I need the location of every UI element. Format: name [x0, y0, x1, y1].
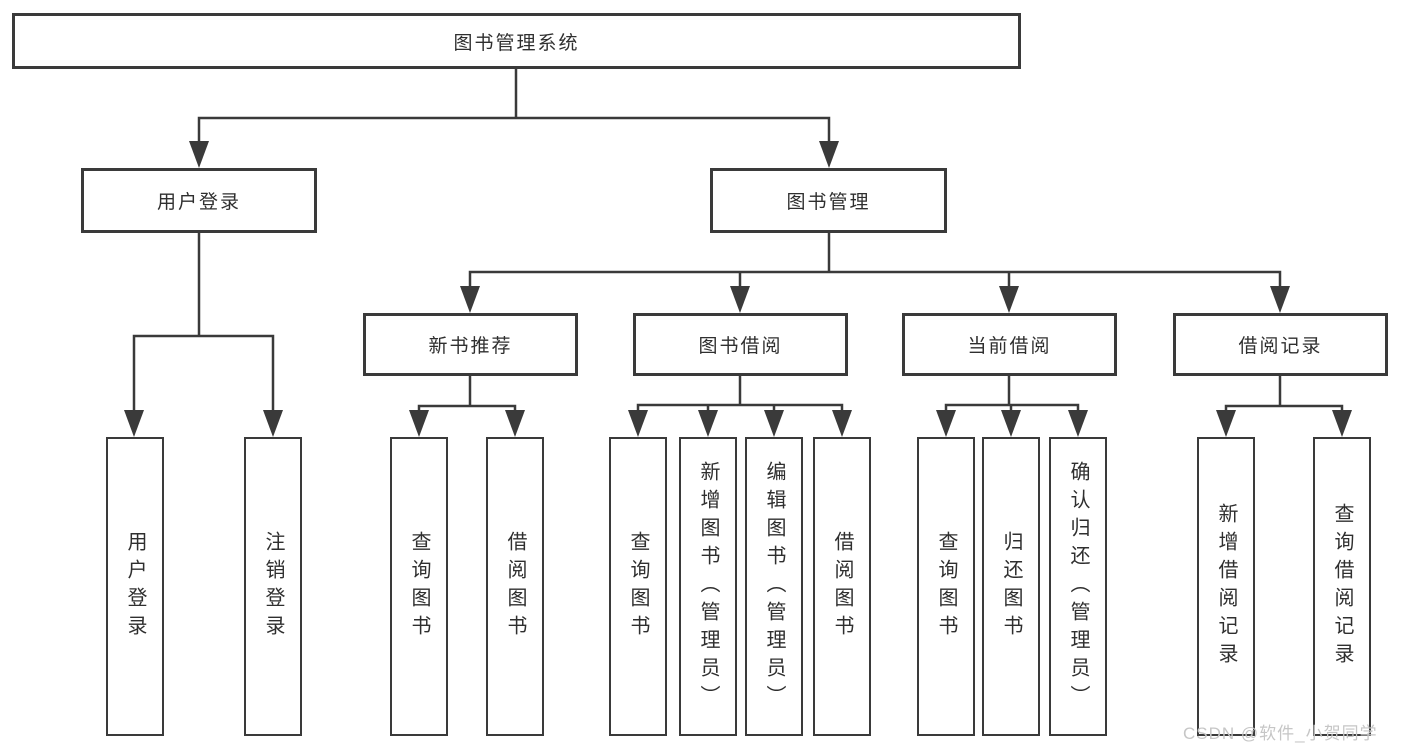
node-new-book-recommend: 新书推荐: [363, 313, 578, 376]
arrowhead: [189, 141, 209, 168]
arrowheads: [124, 141, 1352, 437]
node-label: 新增借阅记录: [1215, 502, 1237, 671]
arrowhead: [263, 410, 283, 437]
arrowhead: [628, 410, 648, 437]
leaf-confirm-return-admin: 确认归还（管理员）: [1049, 437, 1107, 736]
node-label: 借阅图书: [504, 530, 526, 643]
arrowhead: [1216, 410, 1236, 437]
node-label: 图书管理系统: [453, 32, 580, 54]
connector-bookborrow-to-leaves: [636, 376, 844, 412]
arrowhead: [819, 141, 839, 168]
connector-bookmgmt-to-level3: [468, 233, 1282, 290]
node-label: 查询图书: [408, 530, 430, 643]
leaf-user-login: 用户登录: [106, 437, 164, 736]
arrowhead: [698, 410, 718, 437]
arrowhead: [1270, 286, 1290, 313]
node-label: 注销登录: [262, 530, 284, 643]
arrowhead: [764, 410, 784, 437]
arrowhead: [1001, 410, 1021, 437]
node-label: 查询图书: [627, 530, 649, 643]
leaf-add-book-admin: 新增图书（管理员）: [679, 437, 737, 736]
node-root-system: 图书管理系统: [12, 13, 1021, 69]
arrowhead: [936, 410, 956, 437]
arrowhead: [124, 410, 144, 437]
arrowhead: [460, 286, 480, 313]
leaf-add-borrow-record: 新增借阅记录: [1197, 437, 1255, 736]
node-label: 当前借阅: [967, 336, 1052, 357]
node-label: 图书借阅: [698, 336, 783, 357]
node-label: 用户登录: [156, 192, 241, 213]
csdn-watermark: CSDN @软件_小贺同学: [1183, 724, 1378, 743]
node-label: 用户登录: [124, 530, 146, 643]
node-label: 编辑图书（管理员）: [763, 460, 785, 713]
node-label: 确认归还（管理员）: [1067, 460, 1089, 713]
leaf-borrow-book: 借阅图书: [813, 437, 871, 736]
node-user-login-branch: 用户登录: [81, 168, 317, 233]
arrowhead: [999, 286, 1019, 313]
arrowhead: [1068, 410, 1088, 437]
node-borrowing-records: 借阅记录: [1173, 313, 1388, 376]
connector-newbookrec-to-leaves: [417, 376, 517, 412]
node-label: 查询图书: [935, 530, 957, 643]
arrowhead: [730, 286, 750, 313]
node-label: 查询借阅记录: [1331, 502, 1353, 671]
node-label: 图书管理: [786, 192, 871, 213]
connector-borrowrecords-to-leaves: [1224, 376, 1344, 412]
leaf-logout: 注销登录: [244, 437, 302, 736]
arrowhead: [409, 410, 429, 437]
connector-currentborrow-to-leaves: [944, 376, 1080, 412]
arrowhead: [1332, 410, 1352, 437]
leaf-query-borrow-record: 查询借阅记录: [1313, 437, 1371, 736]
connector-root-to-level2: [197, 68, 831, 150]
node-label: 借阅图书: [831, 530, 853, 643]
node-book-management-branch: 图书管理: [710, 168, 947, 233]
arrowhead: [505, 410, 525, 437]
node-current-borrowing: 当前借阅: [902, 313, 1117, 376]
leaf-query-book: 查询图书: [917, 437, 975, 736]
node-label: 新增图书（管理员）: [697, 460, 719, 713]
connector-userlogin-to-leaves: [132, 233, 275, 412]
node-label: 借阅记录: [1238, 336, 1323, 357]
node-label: 新书推荐: [428, 336, 513, 357]
leaf-borrow-book: 借阅图书: [486, 437, 544, 736]
leaf-query-book: 查询图书: [609, 437, 667, 736]
leaf-return-book: 归还图书: [982, 437, 1040, 736]
node-book-borrowing: 图书借阅: [633, 313, 848, 376]
node-label: 归还图书: [1000, 530, 1022, 643]
leaf-query-book: 查询图书: [390, 437, 448, 736]
arrowhead: [832, 410, 852, 437]
leaf-edit-book-admin: 编辑图书（管理员）: [745, 437, 803, 736]
